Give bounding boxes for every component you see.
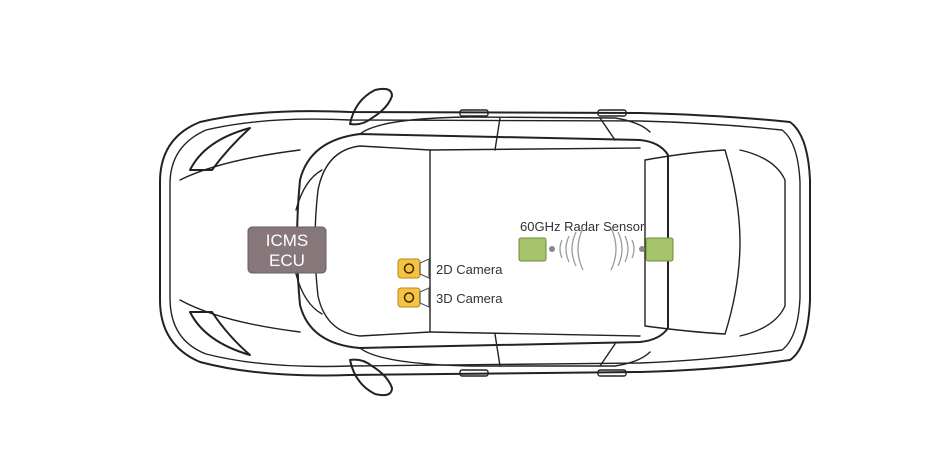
- side-window-bottom: [359, 347, 651, 367]
- radar-wave-icon: [610, 227, 635, 271]
- camera-icon: [397, 258, 430, 279]
- car-outline: [159, 87, 811, 397]
- roof-line-top: [429, 147, 641, 151]
- mirror-top: [349, 87, 393, 126]
- pillar-bottom-rear: [599, 343, 616, 367]
- radar-label: 60GHz Radar Sensor: [520, 219, 645, 234]
- radar-sensor-left: [518, 237, 547, 262]
- camera-icon: [397, 287, 430, 308]
- icms-ecu: ICMS ECU: [247, 226, 327, 274]
- door-handle-bottom-rear: [597, 369, 627, 377]
- wiper-line: [295, 169, 323, 211]
- headlight-top: [189, 127, 251, 171]
- radar-sensor-right: [645, 237, 674, 262]
- roof-line-bottom: [429, 331, 641, 337]
- ecu-box: [247, 226, 327, 274]
- headlight-bottom: [189, 311, 251, 356]
- camera-3d-label: 3D Camera: [436, 291, 503, 306]
- hood-line-bottom: [179, 299, 301, 333]
- side-window-top: [359, 116, 651, 135]
- door-handle-top-front: [459, 109, 489, 117]
- hood-line-top: [179, 149, 301, 181]
- radar-sensor: 60GHz Radar Sensor: [518, 219, 674, 271]
- cabin-outline: [296, 133, 669, 349]
- ecu-label-line1: ICMS: [266, 231, 309, 250]
- door-handle-top-rear: [597, 109, 627, 117]
- trunk-outline: [739, 149, 786, 337]
- rear-window: [644, 149, 741, 335]
- wiper-line-lower: [295, 273, 323, 315]
- camera-2d: 2D Camera: [397, 258, 503, 279]
- radar-emitter-right: [639, 246, 645, 252]
- camera-2d-label: 2D Camera: [436, 262, 503, 277]
- radar-wave-icon: [559, 227, 584, 271]
- car-body: [159, 110, 811, 377]
- pillar-top: [494, 117, 501, 151]
- car-body-inner: [169, 118, 801, 368]
- pillar-top-rear: [599, 117, 616, 141]
- pillar-bottom: [494, 333, 501, 367]
- radar-emitter-left: [549, 246, 555, 252]
- door-handle-bottom-front: [459, 369, 489, 377]
- ecu-label-line2: ECU: [269, 251, 305, 270]
- camera-3d: 3D Camera: [397, 287, 503, 308]
- mirror-bottom: [349, 358, 393, 397]
